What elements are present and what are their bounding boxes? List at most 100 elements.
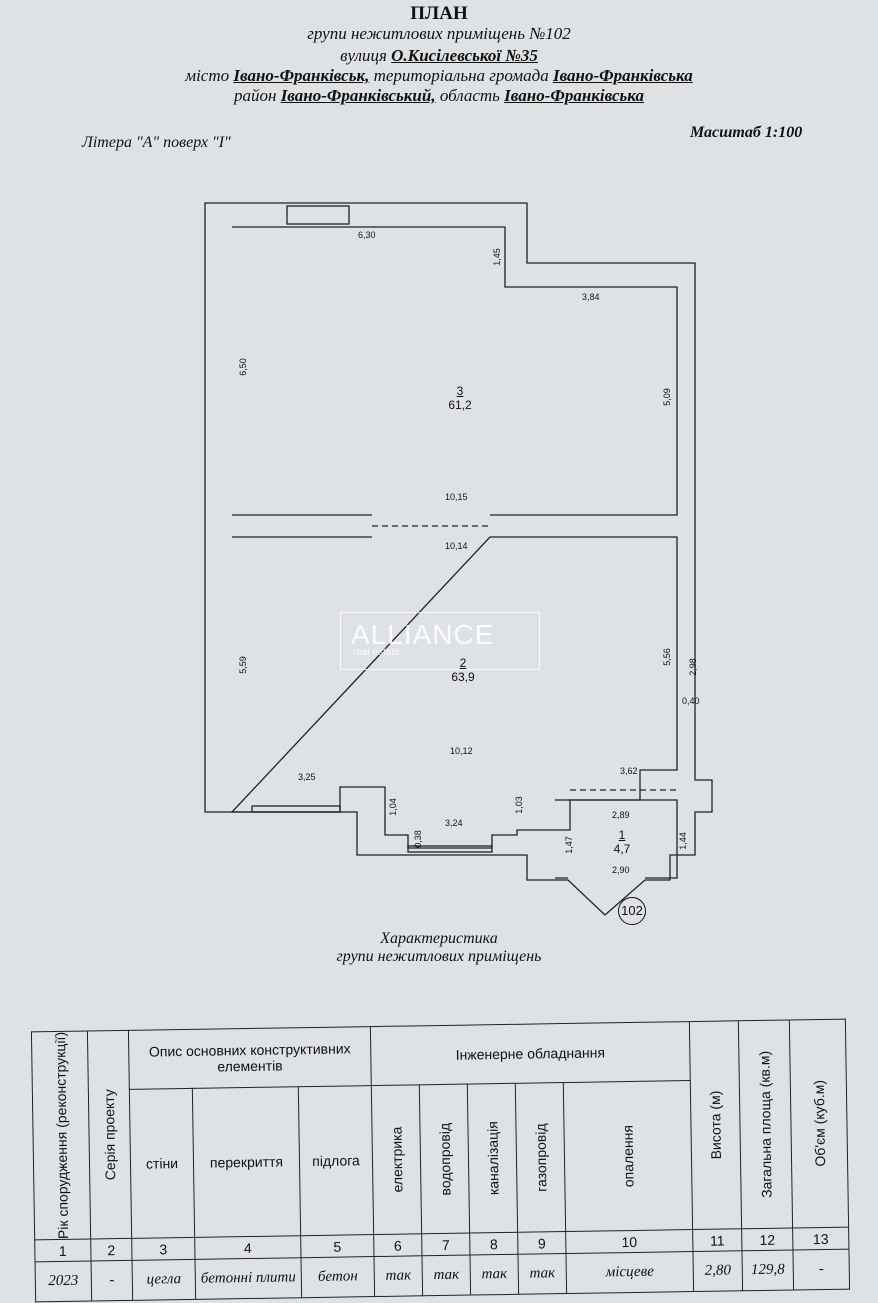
dim: 1,03 — [513, 796, 524, 814]
header-ceiling: перекриття — [192, 1087, 301, 1238]
header-area: Загальна площа (кв.м) — [756, 1050, 775, 1199]
room-2-outline — [230, 536, 678, 849]
cell: місцеве — [565, 1251, 694, 1294]
district-label: район — [234, 86, 277, 105]
header-gas: газопровід — [531, 1123, 550, 1193]
col-num: 13 — [792, 1227, 849, 1251]
dim: 1,44 — [677, 832, 688, 850]
dim: 0,40 — [682, 696, 700, 706]
district-line: район Івано-Франківський, область Івано-… — [0, 86, 878, 106]
header-floor: підлога — [298, 1086, 374, 1236]
watermark-brand: ALLIANCE — [351, 619, 495, 650]
header-year: Рік спорудження (реконструкції) — [51, 1031, 71, 1240]
col-num: 11 — [692, 1228, 742, 1252]
dim: 10,15 — [445, 492, 468, 502]
plan-subtitle: групи нежитлових приміщень №102 — [307, 24, 571, 43]
col-num: 4 — [194, 1235, 302, 1260]
dim: 6,30 — [358, 230, 376, 240]
cell: так — [374, 1255, 423, 1297]
col-num: 3 — [131, 1237, 196, 1261]
community: Івано-Франківська — [552, 66, 693, 85]
region: Івано-Франківська — [504, 86, 644, 105]
dim: 3,24 — [445, 818, 463, 828]
header-heating: опалення — [619, 1125, 637, 1188]
header-volume: Об'єм (куб.м) — [810, 1080, 828, 1168]
dim: 5,09 — [661, 388, 672, 406]
room-number: 2 — [459, 656, 467, 670]
dim: 1,04 — [387, 798, 398, 816]
col-num: 1 — [34, 1239, 92, 1263]
header-sewer: каналізація — [483, 1121, 502, 1196]
plan-title: ПЛАН — [410, 3, 468, 24]
header-walls: стіни — [129, 1088, 195, 1239]
community-label: територіальна громада — [373, 66, 549, 85]
dim: 1,45 — [491, 248, 502, 266]
city-label: місто — [185, 66, 230, 85]
street: О.Кисілевської №35 — [391, 46, 538, 65]
room-area: 63,9 — [451, 670, 475, 684]
scale: Масштаб 1:100 — [690, 124, 803, 141]
col-num: 5 — [300, 1234, 375, 1258]
dim: 10,14 — [445, 541, 468, 551]
dim: 6,50 — [237, 358, 248, 376]
cell: цегла — [132, 1259, 196, 1301]
watermark-sub: real estate — [353, 647, 400, 658]
dim: 3,84 — [582, 292, 600, 302]
characteristics-title: Характеристика — [380, 930, 498, 947]
header-height: Висота (м) — [706, 1090, 725, 1160]
cell: 2023 — [35, 1261, 92, 1303]
street-label: вулиця — [340, 46, 387, 65]
dim: 10,12 — [450, 746, 473, 756]
dim: 0,38 — [412, 830, 423, 848]
cell: так — [421, 1255, 471, 1296]
room-area: 61,2 — [448, 398, 472, 412]
col-num: 9 — [517, 1231, 566, 1255]
col-num: 8 — [469, 1232, 518, 1256]
city-line: місто Івано-Франківськ, територіальна гр… — [0, 66, 878, 86]
dim: 2,98 — [687, 658, 698, 676]
city: Івано-Франківськ, — [233, 66, 370, 85]
header-engineering: Інженерне обладнання — [370, 1021, 691, 1087]
street-line: вулиця О.Кисілевської №35 — [0, 46, 878, 66]
col-num: 7 — [421, 1233, 470, 1256]
dim: 1,47 — [563, 836, 574, 854]
col-num: 2 — [90, 1238, 133, 1262]
cell: 2,80 — [692, 1250, 743, 1292]
header-electricity: електрика — [387, 1126, 406, 1194]
header-series: Серія проекту — [100, 1089, 119, 1181]
dim: 5,56 — [661, 648, 672, 666]
col-num: 10 — [565, 1229, 693, 1254]
room-area: 4,7 — [613, 842, 631, 856]
floor-plan — [204, 202, 713, 916]
dim: 3,62 — [620, 766, 638, 776]
cell: так — [517, 1253, 567, 1295]
litera-floor: Літера "А" поверх "I" — [82, 134, 231, 151]
dim: 2,89 — [612, 810, 630, 820]
cell: так — [469, 1254, 519, 1296]
cell: бетонні плити — [195, 1257, 302, 1300]
dim: 5,59 — [237, 656, 248, 674]
dim: 3,25 — [298, 772, 316, 782]
col-num: 12 — [741, 1228, 793, 1251]
col-num: 6 — [373, 1233, 422, 1257]
room-3-outline — [232, 226, 678, 516]
cell: 129,8 — [741, 1250, 794, 1291]
district: Івано-Франківський, — [280, 86, 436, 105]
characteristics-subtitle: групи нежитлових приміщень — [336, 948, 542, 965]
dim: 2,90 — [612, 865, 630, 875]
header-water: водопровід — [435, 1122, 454, 1196]
cell: бетон — [301, 1256, 375, 1298]
header-construct: Опис основних конструктивних елементів — [128, 1026, 372, 1090]
room-1-outline — [555, 799, 678, 879]
room-number: 1 — [618, 828, 626, 842]
outer-wall — [204, 202, 713, 916]
unit-number-badge: 102 — [618, 897, 646, 925]
room-number: 3 — [456, 384, 464, 398]
cell: - — [792, 1249, 850, 1291]
region-label: область — [439, 86, 500, 105]
characteristics-table: Рік спорудження (реконструкції) Серія пр… — [31, 1019, 850, 1303]
